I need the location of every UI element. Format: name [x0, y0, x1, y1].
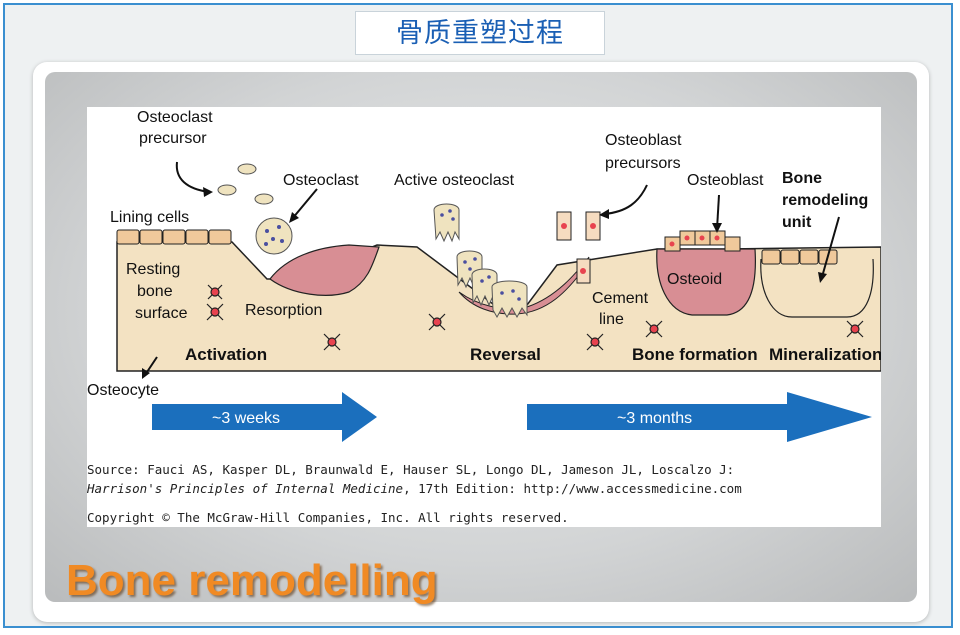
label-osteoclast-precursor-1: Osteoclast	[137, 109, 213, 126]
slide-caption: Bone remodelling	[66, 556, 438, 605]
osteocytes	[206, 284, 864, 351]
label-osteoclast-precursor-2: precursor	[139, 130, 207, 147]
bone-remodeling-figure: Osteoclast precursor Osteoclast Active o…	[87, 107, 881, 527]
arrow-label-3-months: ~3 months	[617, 410, 692, 427]
source-line-2: Harrison's Principles of Internal Medici…	[87, 481, 742, 496]
label-bmu-2: remodeling	[782, 192, 868, 209]
arrow-3-months	[527, 392, 872, 442]
label-osteoblast-precursors-1: Osteoblast	[605, 132, 682, 149]
active-osteoclast-nuclei	[440, 209, 521, 301]
osteoclast-precursor-cells	[217, 163, 274, 205]
label-resting-3: surface	[135, 305, 188, 322]
bmu-lining-cells	[761, 249, 838, 265]
label-bmu-3: unit	[782, 214, 812, 231]
phase-reversal: Reversal	[470, 345, 541, 364]
label-lining-cells: Lining cells	[110, 209, 189, 226]
source-edition: , 17th Edition: http://www.accessmedicin…	[403, 481, 742, 496]
label-osteoclast: Osteoclast	[283, 172, 359, 189]
source-book-title: Harrison's Principles of Internal Medici…	[87, 481, 404, 496]
source-line-1: Source: Fauci AS, Kasper DL, Braunwald E…	[87, 462, 735, 477]
label-bmu-1: Bone	[782, 170, 822, 187]
label-osteoblast-precursors-2: precursors	[605, 155, 681, 172]
bmu-outline	[760, 258, 874, 318]
label-cement-2: line	[599, 311, 624, 328]
osteoclast-cell	[255, 217, 293, 255]
label-active-osteoclast: Active osteoclast	[394, 172, 515, 189]
resorption-pit	[269, 244, 380, 296]
osteoblast-precursors	[556, 211, 601, 284]
label-resting-1: Resting	[126, 261, 180, 278]
bone-remodeling-diagram: Osteoclast precursor Osteoclast Active o…	[87, 109, 881, 442]
label-osteoblast: Osteoblast	[687, 172, 764, 189]
arrow-label-3-weeks: ~3 weeks	[212, 410, 280, 427]
arrow-heads	[142, 187, 827, 379]
osteoclast-nuclei	[264, 225, 284, 246]
label-osteoid: Osteoid	[667, 271, 722, 288]
source-copyright: Copyright © The McGraw-Hill Companies, I…	[87, 510, 569, 525]
label-cement-1: Cement	[592, 290, 649, 307]
phase-bone-formation: Bone formation	[632, 345, 758, 364]
label-resting-2: bone	[137, 283, 173, 300]
slide-title: 骨质重塑过程	[355, 11, 605, 55]
label-resorption: Resorption	[245, 302, 322, 319]
phase-mineralization: Mineralization	[769, 345, 881, 364]
phase-activation: Activation	[185, 345, 267, 364]
active-osteoclasts	[433, 203, 528, 319]
osteoblasts	[664, 230, 741, 252]
arrow-3-weeks	[152, 392, 377, 442]
label-osteocyte: Osteocyte	[87, 382, 159, 399]
lining-cells	[116, 229, 232, 245]
osteoid-pit	[656, 248, 756, 316]
